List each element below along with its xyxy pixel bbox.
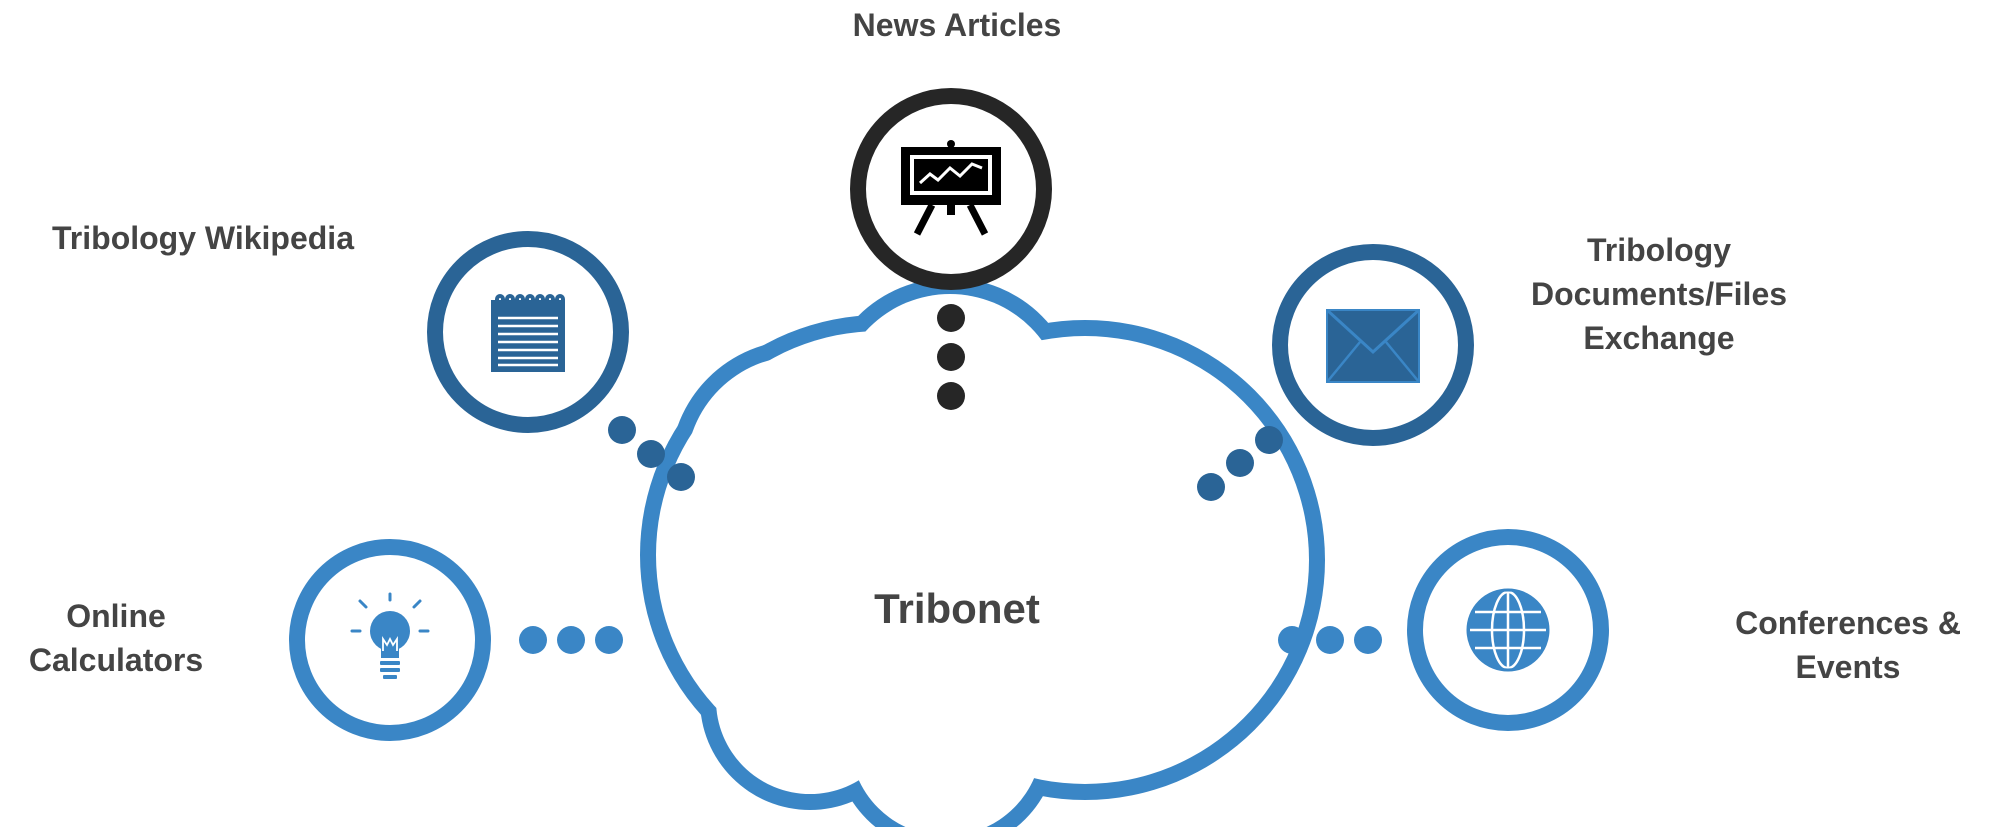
notepad-icon — [491, 294, 565, 372]
documents-connector-dots — [1197, 426, 1283, 501]
wikipedia-label: Tribology Wikipedia — [52, 216, 354, 260]
news-connector-dots — [937, 304, 965, 410]
connector-dot — [1226, 449, 1254, 477]
cloud-hub — [640, 278, 1325, 827]
connector-dot — [595, 626, 623, 654]
calculators-node — [289, 539, 491, 741]
calculators-label-line1: Online — [66, 598, 166, 634]
presentation-board-icon — [901, 140, 1001, 236]
calculators-label-line2: Calculators — [28, 642, 204, 678]
news-label: News Articles — [853, 3, 1062, 47]
calculators-label: Online Calculators — [29, 594, 203, 682]
news-label-text: News Articles — [852, 7, 1062, 43]
connector-dot — [667, 463, 695, 491]
connector-dot — [937, 304, 965, 332]
connector-dot — [937, 343, 965, 371]
connector-dot — [1255, 426, 1283, 454]
connector-dot — [557, 626, 585, 654]
conferences-node — [1407, 529, 1609, 731]
conferences-label: Conferences & Events — [1735, 601, 1961, 689]
documents-label-line1: Tribology — [1587, 232, 1731, 268]
connector-dot — [1354, 626, 1382, 654]
connector-dot — [519, 626, 547, 654]
documents-label: Tribology Documents/Files Exchange — [1531, 228, 1787, 360]
connector-dot — [637, 440, 665, 468]
documents-label-line2: Documents/Files — [1530, 276, 1788, 312]
wikipedia-connector-dots — [608, 416, 695, 491]
conferences-label-line1: Conferences & — [1735, 605, 1961, 641]
envelope-icon — [1325, 308, 1421, 383]
lightbulb-icon — [350, 592, 430, 679]
connector-dot — [1197, 473, 1225, 501]
conferences-connector-dots — [1278, 626, 1382, 654]
wikipedia-label-text: Tribology Wikipedia — [52, 220, 354, 256]
news-node — [850, 88, 1052, 290]
conferences-label-line2: Events — [1795, 649, 1901, 685]
documents-node — [1272, 244, 1474, 446]
connector-dot — [937, 382, 965, 410]
connector-dot — [1316, 626, 1344, 654]
globe-icon — [1466, 588, 1550, 672]
connector-dot — [1278, 626, 1306, 654]
hub-label: Tribonet — [874, 585, 1040, 632]
calculators-connector-dots — [519, 626, 623, 654]
documents-label-line3: Exchange — [1583, 320, 1735, 356]
connector-dot — [608, 416, 636, 444]
wikipedia-node — [427, 231, 629, 433]
